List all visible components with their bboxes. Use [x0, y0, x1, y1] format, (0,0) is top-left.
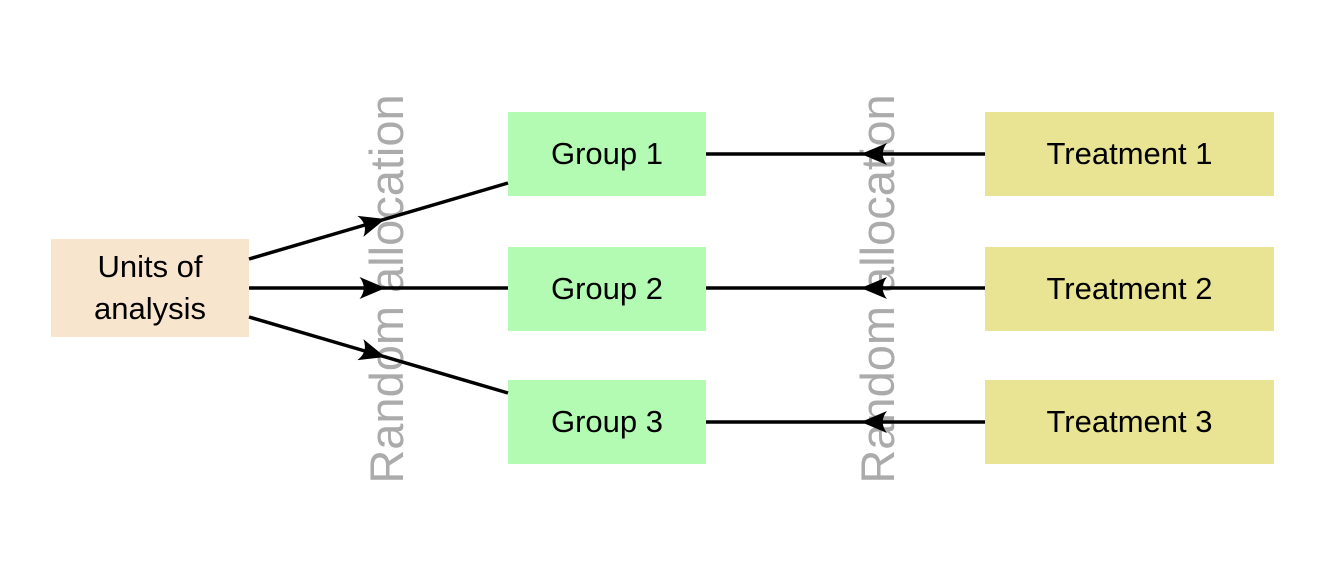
- group-2-label: Group 2: [550, 271, 663, 306]
- units-label-line2: analysis: [94, 291, 206, 326]
- random-allocation-text: Random allocation: [359, 94, 413, 484]
- random-allocation-label-right: Random allocation: [847, 29, 907, 549]
- group-3-label: Group 3: [550, 404, 663, 439]
- treatment-1-label: Treatment 1: [1046, 136, 1213, 171]
- group-1-label: Group 1: [550, 136, 663, 171]
- treatment-1-box: Treatment 1: [985, 112, 1274, 196]
- treatment-2-box: Treatment 2: [985, 247, 1274, 331]
- units-of-analysis-box: Units of analysis: [51, 239, 249, 337]
- units-label-line1: Units of: [97, 249, 203, 284]
- treatment-3-box: Treatment 3: [985, 380, 1274, 464]
- random-allocation-label-left: Random allocation: [356, 29, 416, 549]
- random-allocation-text: Random allocation: [850, 94, 904, 484]
- treatment-3-label: Treatment 3: [1046, 404, 1213, 439]
- group-2-box: Group 2: [508, 247, 706, 331]
- group-3-box: Group 3: [508, 380, 706, 464]
- group-1-box: Group 1: [508, 112, 706, 196]
- treatment-2-label: Treatment 2: [1046, 271, 1213, 306]
